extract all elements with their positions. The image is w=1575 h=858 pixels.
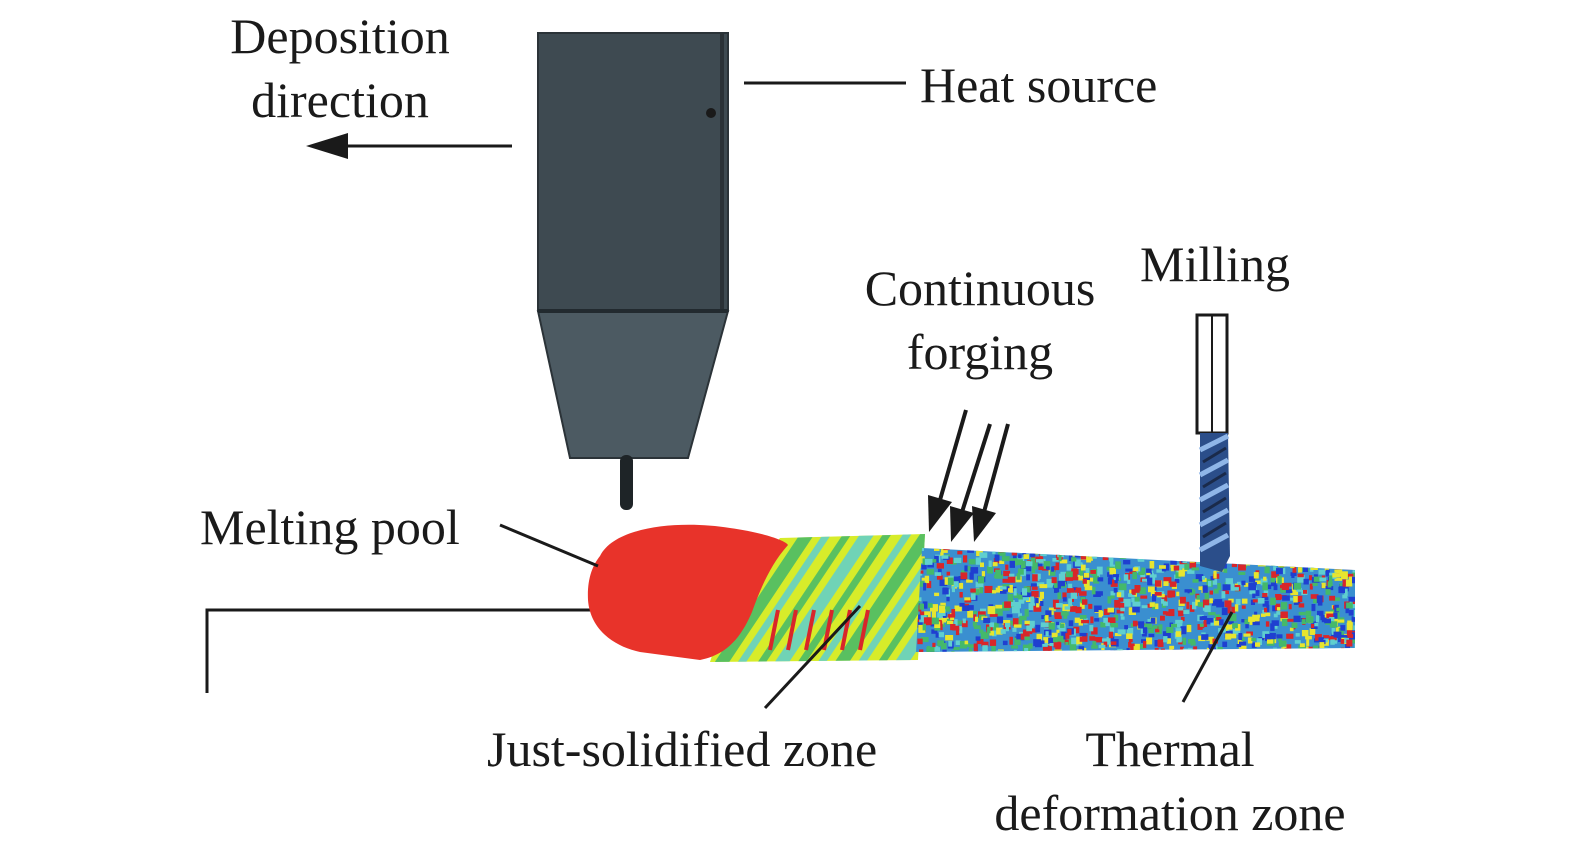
- deposition-direction-label: Deposition direction: [230, 8, 450, 128]
- milling-label: Milling: [1140, 236, 1291, 292]
- thermal-deformation-zone-label: Thermal deformation zone: [994, 721, 1346, 841]
- forging-arrows: [928, 409, 1010, 542]
- heat-source-label: Heat source: [920, 57, 1158, 113]
- torch-electrode: [620, 455, 633, 510]
- melting-pool-leader: [499, 523, 599, 568]
- torch-nozzle: [536, 310, 730, 459]
- thermal-deformation-zone: [916, 548, 1355, 652]
- melting-pool: [587, 524, 788, 660]
- milling-tool: [1195, 313, 1230, 572]
- continuous-forging-label: Continuous forging: [864, 260, 1096, 380]
- thermal-zone-leader: [1181, 611, 1234, 703]
- melting-pool-label: Melting pool: [200, 499, 460, 555]
- substrate-outline: [205, 608, 595, 693]
- heat-source-torch: [536, 32, 730, 510]
- torch-body: [537, 32, 729, 312]
- just-solidified-leader: [763, 604, 862, 710]
- deposition-arrow: [306, 133, 512, 159]
- just-solidified-zone-label: Just-solidified zone: [487, 721, 878, 777]
